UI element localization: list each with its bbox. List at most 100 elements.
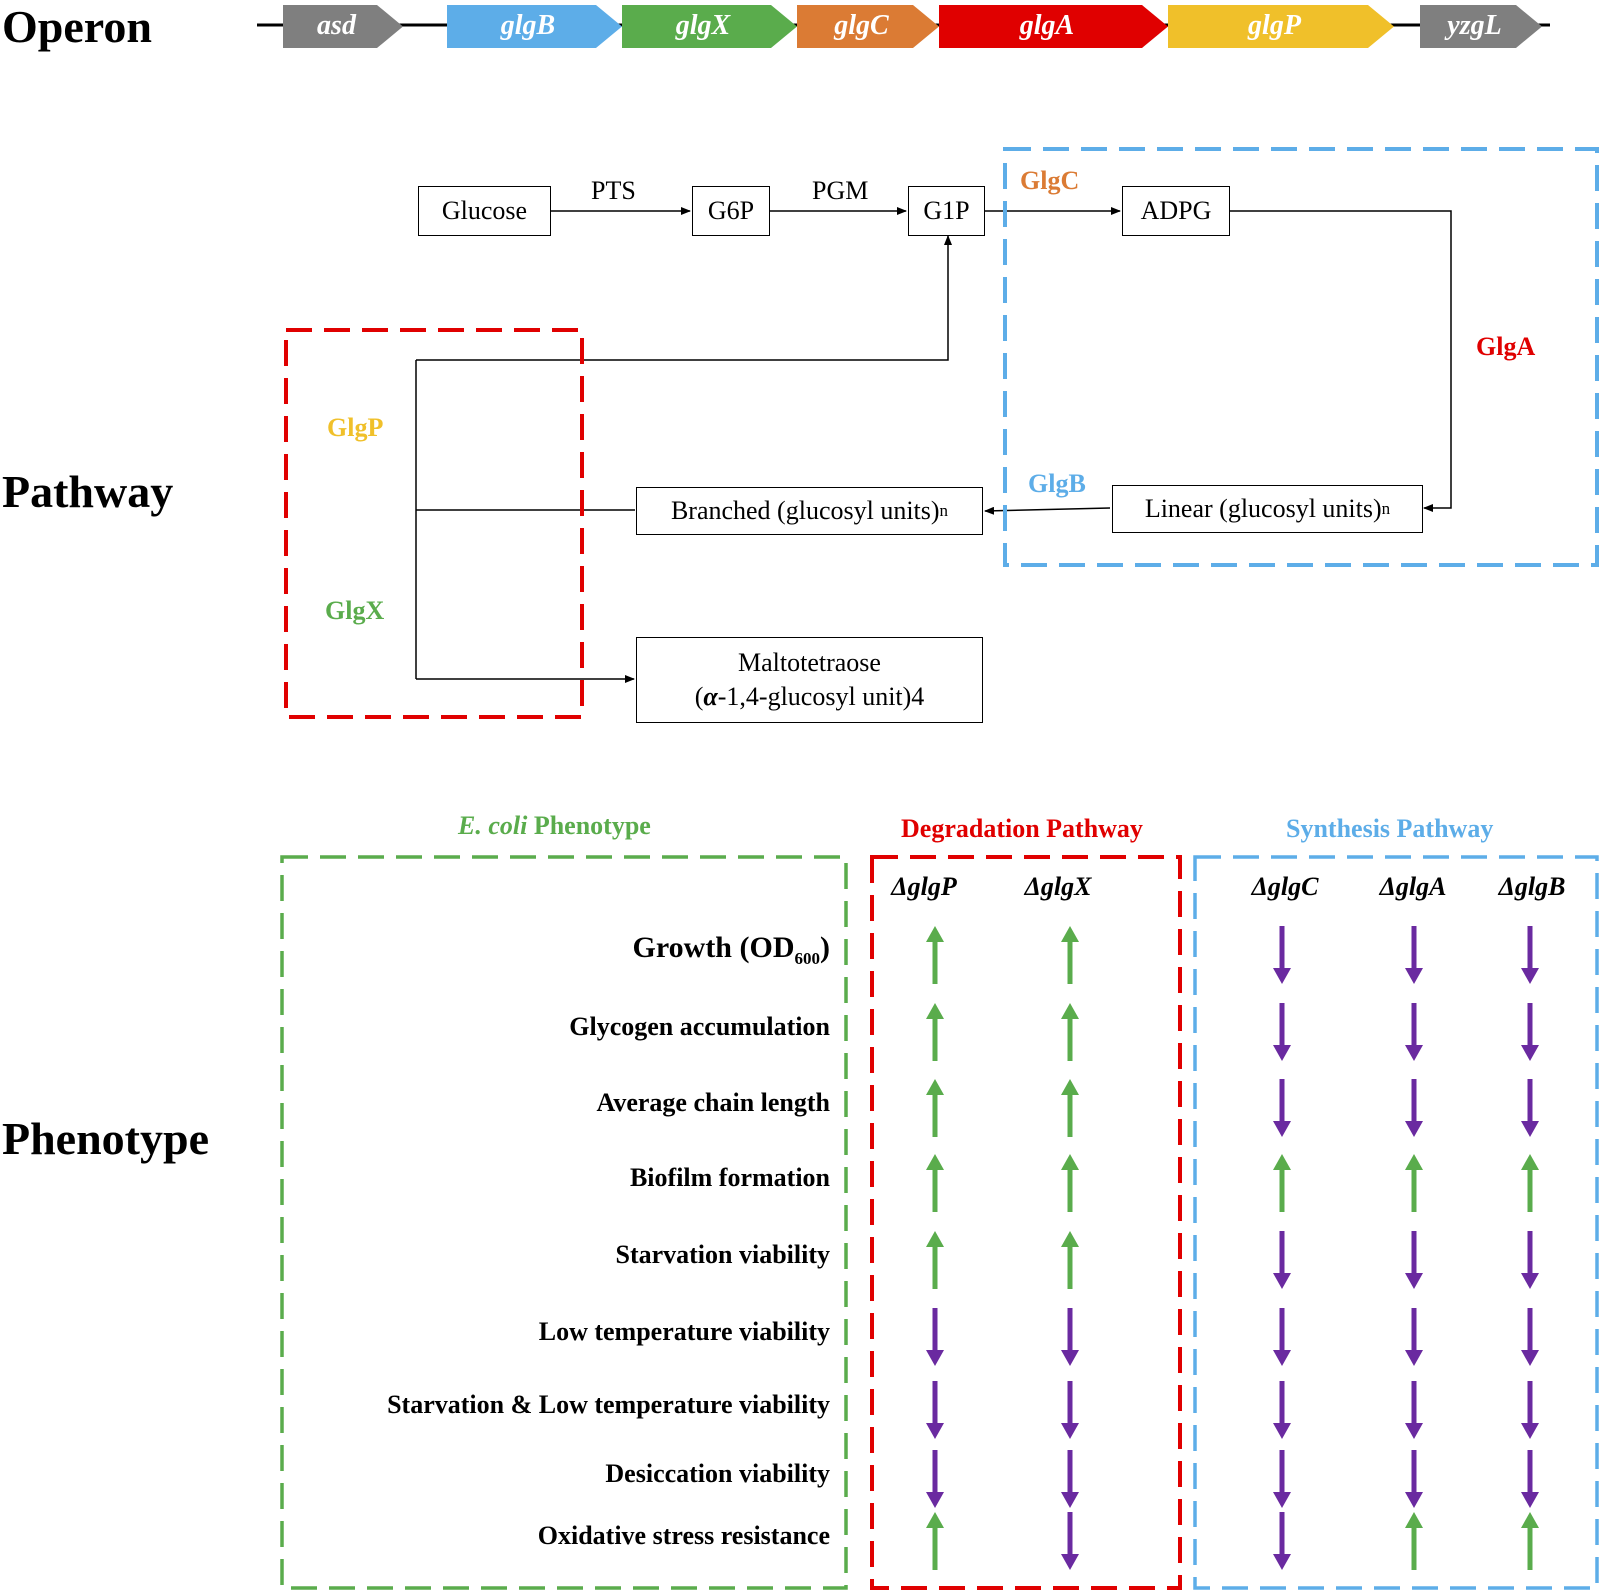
node-linear-subscript: n <box>1381 499 1391 518</box>
synthesis-pathway-box <box>1003 147 1599 567</box>
ecoli-phenotype-header: E. coli Phenotype <box>458 811 651 840</box>
up-arrow-icon <box>926 1003 944 1019</box>
up-arrow-icon <box>1521 1512 1539 1528</box>
down-arrow-icon <box>1061 1492 1079 1508</box>
node-g1p-label: G1P <box>923 196 970 225</box>
mutant-header-glga: ΔglgA <box>1379 872 1447 901</box>
down-arrow-icon <box>1405 1350 1423 1366</box>
up-arrow-icon <box>1061 1154 1079 1170</box>
enzyme-glgc: GlgC <box>1020 166 1080 195</box>
down-arrow-icon <box>1273 1423 1291 1439</box>
edge-label-pts: PTS <box>591 176 636 205</box>
down-arrow-icon <box>1521 1350 1539 1366</box>
node-glucose-label: Glucose <box>441 196 528 225</box>
operon-section-title: Operon <box>2 1 152 52</box>
down-arrow-icon <box>1273 1121 1291 1137</box>
down-arrow-icon <box>1521 1423 1539 1439</box>
gene-glgc-label: glgC <box>834 10 889 41</box>
phenotype-section-title: Phenotype <box>2 1113 209 1164</box>
node-g1p: G1P <box>908 186 985 236</box>
degradation-phenotype-box <box>870 855 1182 1590</box>
up-arrow-icon <box>926 1231 944 1247</box>
down-arrow-icon <box>1405 1121 1423 1137</box>
mutant-header-glgp: ΔglgP <box>891 872 957 901</box>
phenotype-row-label: Biofilm formation <box>629 1163 830 1192</box>
down-arrow-icon <box>926 1423 944 1439</box>
degradation-pathway-header: Degradation Pathway <box>901 814 1143 843</box>
gene-glgx-arrow <box>622 5 797 48</box>
node-g6p-label: G6P <box>707 196 755 225</box>
mutant-header-glgb: ΔglgB <box>1498 872 1566 901</box>
phenotype-row-label: Starvation viability <box>615 1240 830 1269</box>
pathway-section-title: Pathway <box>2 466 174 517</box>
edge-label-pgm: PGM <box>812 176 869 205</box>
edge-adpg-linear <box>1230 210 1452 512</box>
enzyme-glgb: GlgB <box>1028 469 1086 498</box>
up-arrow-icon <box>1521 1154 1539 1170</box>
phenotype-row-label: Growth (OD600) <box>632 931 830 968</box>
down-arrow-icon <box>1273 968 1291 984</box>
down-arrow-icon <box>1405 1045 1423 1061</box>
mutant-header-glgc: ΔglgC <box>1251 872 1319 901</box>
node-branched-subscript: n <box>939 501 949 520</box>
gene-glgp-label: glgP <box>1248 10 1301 41</box>
gene-glgb-label: glgB <box>500 10 556 41</box>
down-arrow-icon <box>1273 1492 1291 1508</box>
gene-glgx-label: glgX <box>675 10 731 41</box>
down-arrow-icon <box>1521 1121 1539 1137</box>
down-arrow-icon <box>1405 1492 1423 1508</box>
phenotype-arrows <box>926 926 1539 1570</box>
up-arrow-icon <box>1061 1079 1079 1095</box>
node-adpg-label: ADPG <box>1140 196 1212 225</box>
synthesis-pathway-header: Synthesis Pathway <box>1286 814 1494 843</box>
up-arrow-icon <box>1061 926 1079 942</box>
node-linear: Linear (glucosyl units)n <box>1112 485 1423 533</box>
node-g6p: G6P <box>692 186 770 236</box>
node-adpg: ADPG <box>1122 186 1230 236</box>
operon-genes <box>283 5 1542 48</box>
gene-glgc-arrow <box>797 5 939 48</box>
phenotype-row-label: Oxidative stress resistance <box>537 1521 830 1550</box>
up-arrow-icon <box>1405 1512 1423 1528</box>
mutant-header-glgx: ΔglgX <box>1024 872 1092 901</box>
synthesis-phenotype-box <box>1193 855 1599 1590</box>
up-arrow-icon <box>926 1079 944 1095</box>
down-arrow-icon <box>1273 1554 1291 1570</box>
node-maltotetraose-line2: (α-1,4-glucosyl unit)4 <box>694 682 925 711</box>
down-arrow-icon <box>1273 1350 1291 1366</box>
node-glucose: Glucose <box>418 186 551 236</box>
up-arrow-icon <box>1061 1231 1079 1247</box>
up-arrow-icon <box>926 1512 944 1528</box>
down-arrow-icon <box>1405 968 1423 984</box>
ecoli-phenotype-box <box>280 855 848 1590</box>
down-arrow-icon <box>1061 1423 1079 1439</box>
phenotype-row-label: Low temperature viability <box>538 1317 830 1346</box>
enzyme-glga: GlgA <box>1476 332 1536 361</box>
up-arrow-icon <box>926 926 944 942</box>
down-arrow-icon <box>1405 1423 1423 1439</box>
gene-asd-label: asd <box>317 10 356 41</box>
gene-glga-arrow <box>939 5 1168 48</box>
up-arrow-icon <box>1405 1154 1423 1170</box>
node-maltotetraose-line1: Maltotetraose <box>738 648 881 677</box>
gene-glgb-arrow <box>447 5 622 48</box>
down-arrow-icon <box>1405 1273 1423 1289</box>
phenotype-row-label: Desiccation viability <box>605 1459 830 1488</box>
up-arrow-icon <box>1273 1154 1291 1170</box>
phenotype-row-label: Glycogen accumulation <box>569 1012 830 1041</box>
gene-glga-label: glgA <box>1019 10 1075 41</box>
gene-asd-arrow <box>283 5 403 48</box>
down-arrow-icon <box>926 1492 944 1508</box>
node-maltotetraose: Maltotetraose (α-1,4-glucosyl unit)4 <box>636 637 983 723</box>
gene-yzgl-arrow <box>1420 5 1542 48</box>
down-arrow-icon <box>1521 1045 1539 1061</box>
edge-split-g1p <box>416 235 952 361</box>
down-arrow-icon <box>926 1350 944 1366</box>
gene-glgp-arrow <box>1168 5 1394 48</box>
degradation-pathway-box <box>284 328 584 719</box>
gene-yzgl-label: yzgL <box>1447 10 1502 41</box>
node-branched-label: Branched (glucosyl units) <box>670 496 940 525</box>
node-linear-label: Linear (glucosyl units) <box>1144 494 1382 523</box>
down-arrow-icon <box>1521 968 1539 984</box>
